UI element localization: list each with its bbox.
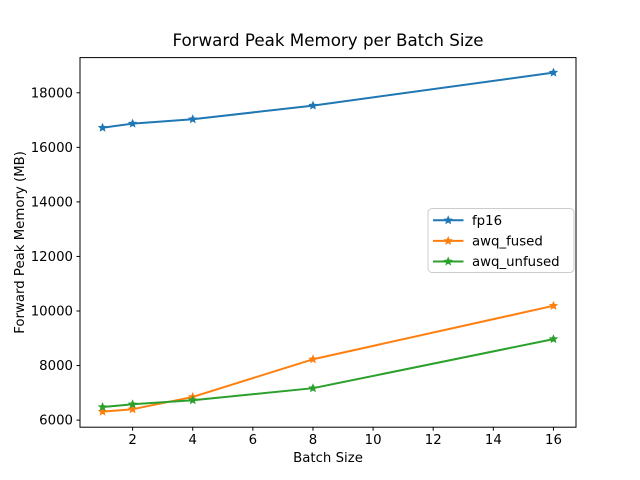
x-tick-label: 12 bbox=[425, 433, 442, 448]
plot-series bbox=[97, 67, 559, 416]
legend-star-marker bbox=[443, 235, 453, 245]
legend-label: fp16 bbox=[472, 214, 502, 229]
x-tick-label: 8 bbox=[309, 433, 317, 448]
x-axis-ticks: 2 4 6 8 10 12 14 16 bbox=[128, 427, 562, 448]
y-axis-ticks: 6000 8000 10000 12000 14000 16000 18000 bbox=[31, 86, 80, 429]
x-tick-label: 6 bbox=[249, 433, 257, 448]
x-tick-label: 10 bbox=[365, 433, 382, 448]
data-point-star-marker bbox=[127, 404, 138, 414]
data-point-star-marker bbox=[127, 399, 138, 409]
legend-item-fp16: fp16 bbox=[433, 214, 502, 229]
data-point-star-marker bbox=[308, 383, 318, 393]
data-point-star-marker bbox=[97, 122, 108, 132]
y-tick-label: 10000 bbox=[31, 305, 73, 320]
plot-area-border bbox=[79, 57, 577, 428]
y-tick-label: 14000 bbox=[31, 195, 73, 210]
x-tick-label: 14 bbox=[485, 433, 502, 448]
data-point-star-marker bbox=[308, 354, 318, 364]
legend-item-awq_unfused: awq_unfused bbox=[433, 255, 560, 270]
x-tick-label: 2 bbox=[128, 433, 136, 448]
data-point-star-marker bbox=[187, 395, 198, 405]
legend-label: awq_fused bbox=[472, 235, 543, 250]
legend-star-marker bbox=[443, 215, 453, 225]
data-point-star-marker bbox=[127, 118, 138, 128]
legend: fp16 awq_fused awq_unfused bbox=[427, 208, 575, 273]
y-tick-label: 18000 bbox=[31, 86, 73, 101]
legend-box bbox=[427, 208, 575, 273]
series-fp16 bbox=[97, 67, 559, 132]
data-point-star-marker bbox=[308, 100, 318, 110]
x-tick-label: 4 bbox=[188, 433, 196, 448]
y-tick-label: 12000 bbox=[31, 250, 73, 265]
y-axis-label: Forward Peak Memory (MB) bbox=[13, 151, 28, 334]
chart-title: Forward Peak Memory per Batch Size bbox=[172, 30, 483, 50]
data-point-star-marker bbox=[548, 300, 559, 310]
data-point-star-marker bbox=[548, 67, 559, 77]
data-point-star-marker bbox=[97, 406, 108, 416]
x-axis-label: Batch Size bbox=[293, 451, 363, 466]
y-tick-label: 6000 bbox=[39, 414, 73, 429]
data-point-star-marker bbox=[548, 334, 559, 344]
legend-label: awq_unfused bbox=[472, 255, 560, 270]
y-tick-label: 16000 bbox=[31, 141, 73, 156]
x-tick-label: 16 bbox=[545, 433, 562, 448]
data-point-star-marker bbox=[187, 114, 198, 124]
data-point-star-marker bbox=[97, 402, 108, 412]
series-awq_unfused bbox=[97, 334, 559, 412]
legend-star-marker bbox=[443, 256, 453, 266]
legend-item-awq_fused: awq_fused bbox=[433, 235, 543, 250]
y-tick-label: 8000 bbox=[39, 359, 73, 374]
